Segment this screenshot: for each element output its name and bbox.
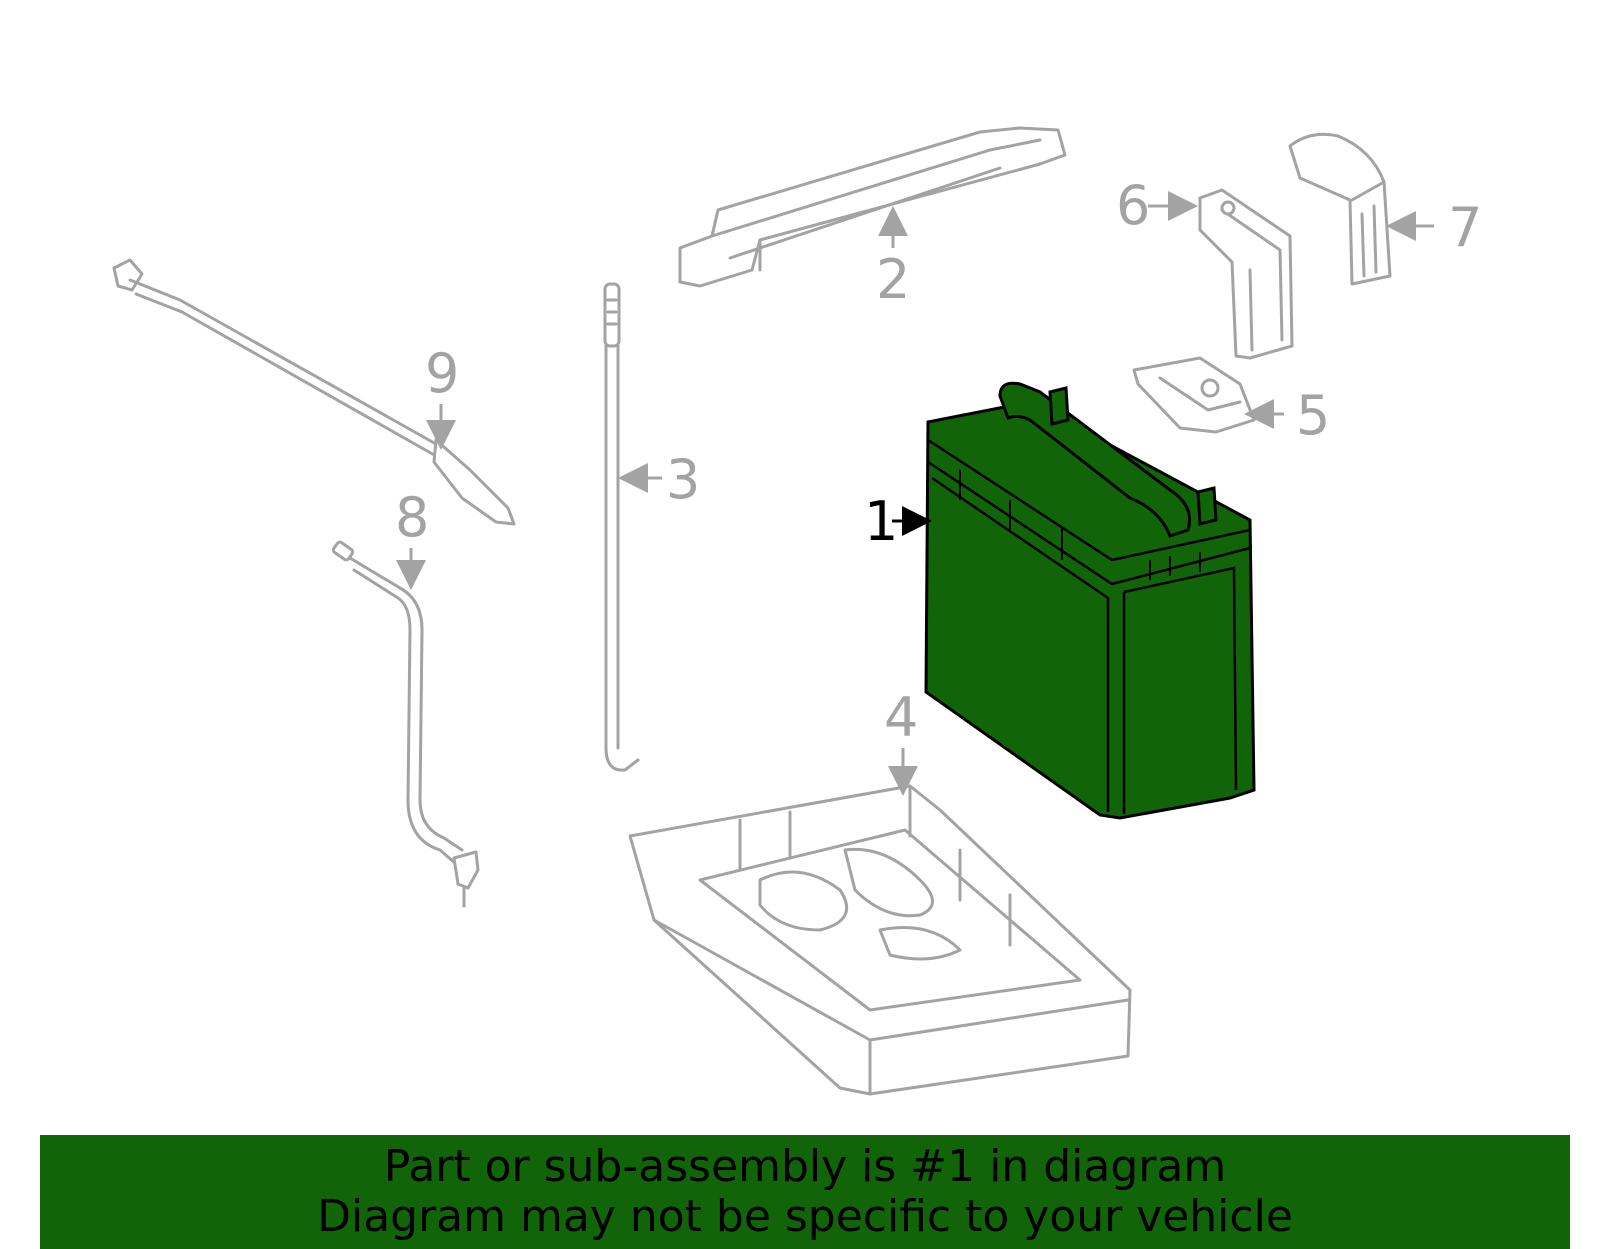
clamp-part	[1132, 356, 1256, 434]
callout-3: 3	[666, 448, 700, 511]
callout-8: 8	[395, 486, 429, 549]
callout-5: 5	[1296, 384, 1330, 447]
callout-7: 7	[1448, 196, 1482, 259]
cover-part	[1288, 132, 1392, 286]
cable-8-part	[331, 540, 480, 908]
leader-lines	[396, 191, 1434, 796]
callout-4: 4	[884, 686, 918, 749]
footer-banner: Part or sub-assembly is #1 in diagram Di…	[40, 1135, 1570, 1249]
hold-down-bar-part	[678, 126, 1067, 288]
footer-line-2: Diagram may not be specific to your vehi…	[317, 1191, 1293, 1242]
callout-9: 9	[425, 342, 459, 405]
cable-9-part	[112, 258, 516, 526]
battery-part	[924, 381, 1256, 820]
bracket-part	[1198, 188, 1294, 360]
callout-labels: 1 2 3 4 5 6 7 8 9	[395, 174, 1482, 749]
j-bolt-rod-part	[603, 282, 640, 772]
callout-6: 6	[1116, 174, 1150, 237]
callout-1: 1	[864, 490, 898, 553]
footer-line-1: Part or sub-assembly is #1 in diagram	[383, 1141, 1227, 1192]
callout-2: 2	[876, 248, 910, 311]
battery-tray-part	[628, 784, 1132, 1096]
